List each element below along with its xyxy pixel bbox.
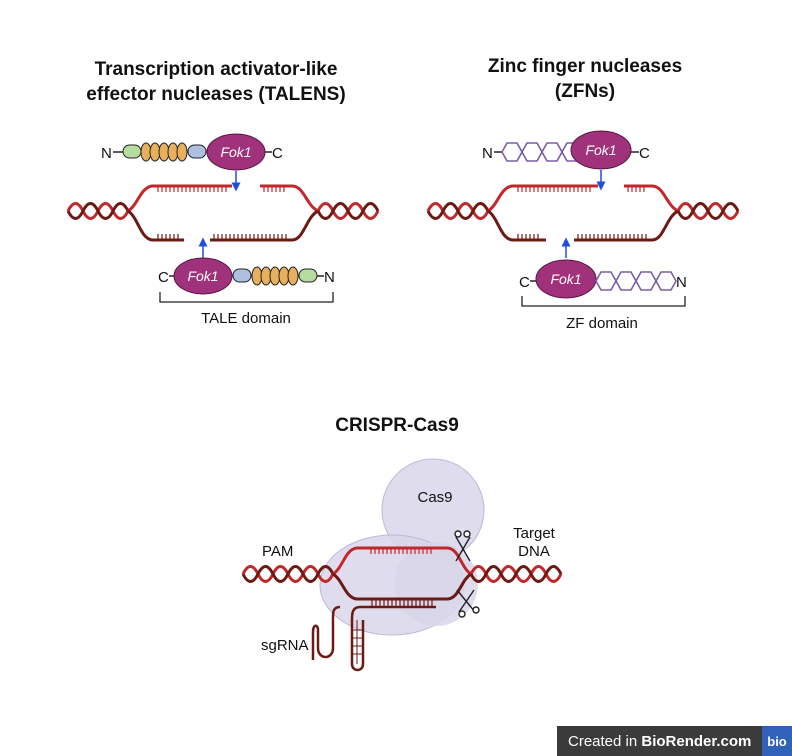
- fok1-enzyme: [173, 257, 233, 295]
- linker-domain-green: [298, 268, 318, 283]
- tale-repeats-bottom: [251, 266, 299, 286]
- talens-bottom-protein: C Fok1 N TALE domain: [158, 237, 335, 327]
- fok1-label: Fok1: [550, 271, 581, 287]
- zfns-title-line1: Zinc finger nucleases: [488, 56, 682, 77]
- biorender-logo-icon: bio: [762, 726, 792, 756]
- crispr-dna: [241, 546, 563, 609]
- talens-top-n-terminal: N: [101, 145, 112, 162]
- fok1-label: Fok1: [585, 142, 616, 158]
- fok1-label: Fok1: [187, 268, 218, 284]
- talens-panel: Transcription activator-like effector nu…: [66, 59, 380, 327]
- tale-repeats-top: [140, 142, 188, 162]
- zf-domain-bracket: [521, 296, 686, 307]
- zfns-bottom-protein: C Fok1 N ZF domain: [519, 237, 687, 332]
- scissors-icon: [456, 589, 480, 618]
- scissors-icon: [454, 530, 471, 562]
- linker-domain-blue: [232, 268, 252, 283]
- badge-text: Created in BioRender.com: [557, 733, 762, 750]
- zfns-bottom-n-terminal: N: [676, 274, 687, 291]
- zinc-finger-hexagons-bottom: [595, 271, 677, 291]
- zfns-top-c-terminal: C: [639, 145, 650, 162]
- tale-domain-label: TALE domain: [201, 310, 291, 327]
- tale-domain-bracket: [159, 292, 334, 303]
- talens-bottom-n-terminal: N: [324, 269, 335, 286]
- pam-label: PAM: [262, 543, 293, 560]
- linker-domain-blue: [187, 144, 207, 159]
- zfns-bottom-c-terminal: C: [519, 274, 530, 291]
- sgrna-structure: [311, 605, 370, 672]
- zfns-top-protein: N Fok1 C: [482, 130, 650, 191]
- talens-title-line2: effector nucleases (TALENS): [86, 84, 345, 105]
- crispr-panel: CRISPR-Cas9 Cas9 sgRNA: [241, 415, 563, 672]
- target-dna-label-line2: DNA: [518, 543, 550, 560]
- cas9-label: Cas9: [417, 489, 452, 506]
- biorender-badge[interactable]: Created in BioRender.com bio: [557, 726, 792, 756]
- fok1-enzyme: [570, 130, 632, 170]
- zinc-finger-hexagons-top: [501, 142, 583, 162]
- target-dna-label-line1: Target: [513, 525, 556, 542]
- zfns-dna: [426, 184, 740, 242]
- zfns-top-n-terminal: N: [482, 145, 493, 162]
- crispr-title: CRISPR-Cas9: [335, 415, 459, 436]
- talens-title-line1: Transcription activator-like: [95, 59, 338, 80]
- zfns-panel: Zinc finger nucleases (ZFNs) N Fok1 C: [426, 56, 740, 332]
- zf-domain-label: ZF domain: [566, 315, 638, 332]
- talens-top-protein: N Fok1 C: [101, 133, 283, 192]
- linker-domain-green: [122, 144, 142, 159]
- talens-top-c-terminal: C: [272, 145, 283, 162]
- zfns-title-line2: (ZFNs): [555, 81, 615, 102]
- sgrna-label: sgRNA: [261, 637, 309, 654]
- talens-dna: [66, 184, 380, 242]
- badge-brand: BioRender.com: [641, 732, 752, 750]
- badge-prefix: Created in: [568, 732, 642, 750]
- talens-bottom-c-terminal: C: [158, 269, 169, 286]
- fok1-label: Fok1: [220, 144, 251, 160]
- fok1-enzyme: [535, 259, 597, 299]
